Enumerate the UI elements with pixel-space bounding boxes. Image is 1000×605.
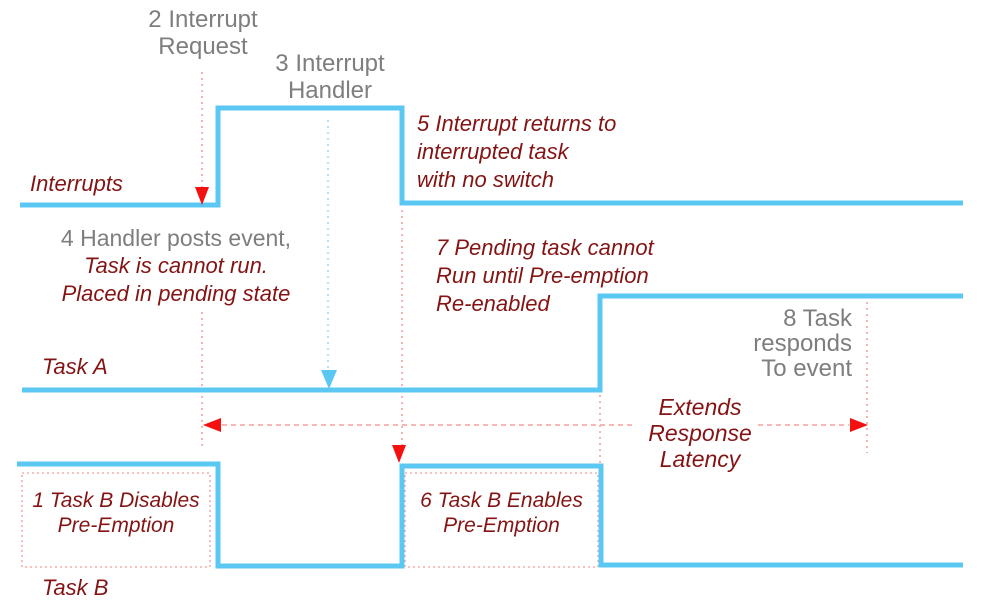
annotation-5: 5 Interrupt returns to interrupted task …	[417, 110, 616, 194]
annotation-8-line3: To event	[761, 355, 852, 382]
task-a-waveform	[22, 293, 963, 393]
latency-line2: Response	[648, 420, 752, 446]
box6-line1: 6 Task B Enables	[420, 489, 583, 512]
annotation-2: 2 Interrupt Request	[110, 6, 296, 60]
task-b-disable-box	[21, 472, 211, 568]
annotation-2-line1: 2 Interrupt	[148, 6, 258, 33]
annotation-4-line1: 4 Handler posts event,	[60, 225, 292, 251]
latency-annotation: Extends Response Latency	[620, 394, 780, 472]
annotation-2-line2: Request	[158, 33, 248, 60]
annotation-4: 4 Handler posts event, Task is cannot ru…	[30, 224, 322, 308]
preemption-enable-arrow-icon	[392, 445, 406, 463]
annotation-7-line1: 7 Pending task cannot	[436, 235, 654, 260]
annotation-8: 8 Task responds To event	[688, 306, 852, 381]
latency-line1: Extends	[658, 394, 742, 420]
task-b-waveform	[17, 461, 963, 569]
interrupts-waveform	[20, 105, 963, 208]
annotation-8-line2: responds	[753, 330, 852, 357]
task-a-label: Task A	[42, 354, 108, 379]
annotation-7-line2: Run until Pre-emption	[436, 263, 649, 288]
latency-right-arrow-icon	[850, 418, 868, 432]
annotation-3: 3 Interrupt Handler	[237, 50, 423, 104]
box6-line2: Pre-Emption	[443, 514, 560, 537]
annotation-7-line3: Re-enabled	[436, 291, 550, 316]
interrupt-request-arrow-icon	[195, 187, 209, 205]
task-b-disable-box-text: 1 Task B Disables Pre-Emption	[22, 488, 210, 538]
latency-line3: Latency	[659, 446, 741, 472]
annotation-4-line3: Placed in pending state	[61, 281, 291, 306]
annotation-7: 7 Pending task cannot Run until Pre-empt…	[436, 234, 654, 318]
annotation-8-line1: 8 Task	[783, 305, 852, 332]
box1-line1: 1 Task B Disables	[32, 489, 200, 512]
task-b-enable-box-text: 6 Task B Enables Pre-Emption	[405, 488, 598, 538]
box1-line2: Pre-Emption	[57, 514, 175, 537]
task-b-enable-box	[404, 472, 599, 568]
annotation-5-line2: interrupted task	[417, 139, 569, 164]
task-b-label: Task B	[42, 575, 109, 600]
event-post-arrow-icon	[321, 370, 337, 389]
annotation-4-line2: Task is cannot run.	[84, 253, 268, 278]
interrupts-label: Interrupts	[30, 171, 123, 196]
annotation-3-line2: Handler	[287, 77, 373, 104]
annotation-5-line3: with no switch	[417, 167, 554, 192]
annotation-3-line1: 3 Interrupt	[275, 50, 385, 77]
annotation-5-line1: 5 Interrupt returns to	[417, 111, 617, 136]
latency-left-arrow-icon	[203, 418, 221, 432]
